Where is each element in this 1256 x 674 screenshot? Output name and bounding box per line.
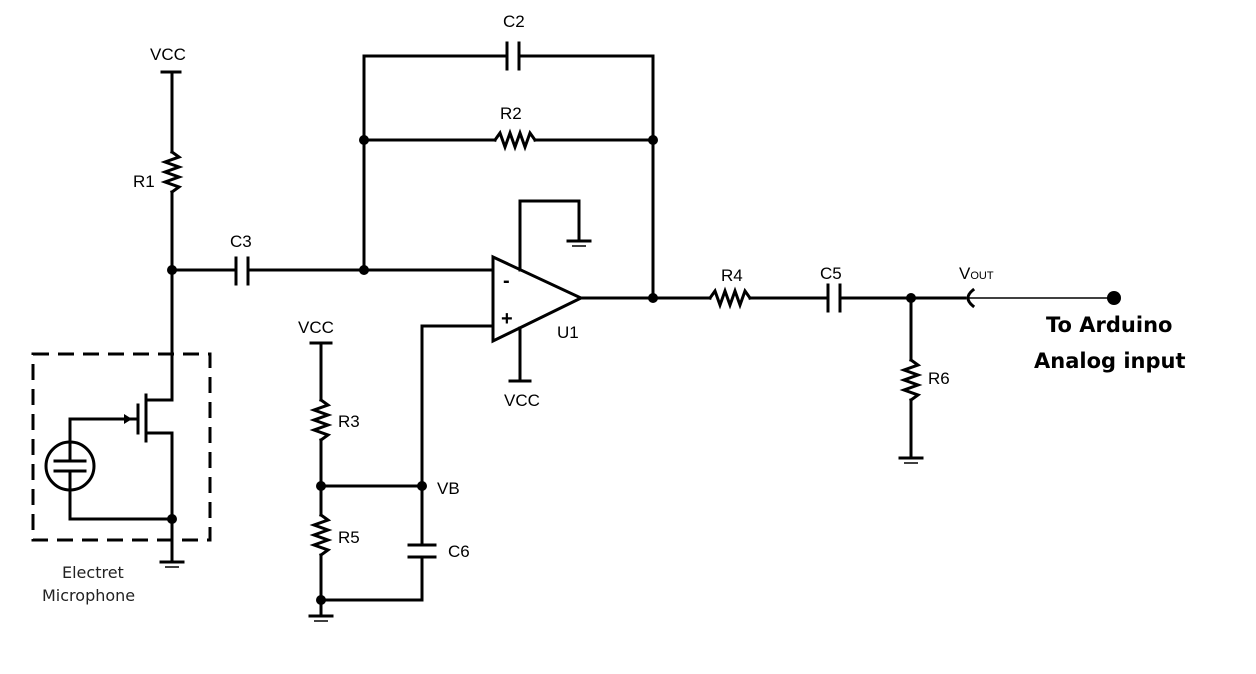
junction-divider-ground [316,595,326,605]
r6-label: R6 [928,369,950,388]
r1-label: R1 [133,172,155,191]
c6-capacitor [407,543,437,559]
c3-capacitor [234,256,250,286]
opamp-noninverting-sign: + [501,308,513,330]
r2-resistor [492,128,538,152]
arduino-label-line2: Analog input [1034,349,1186,373]
c6-label: C6 [448,542,470,561]
opamp-inverting-sign: - [503,270,510,292]
vcc-divider-label: VCC [298,318,334,337]
r3-resistor [309,397,333,443]
ground-opamp [566,239,592,247]
vcc-top-label: VCC [150,45,186,64]
c2-label: C2 [503,12,525,31]
ground-mic [159,560,185,568]
electret-microphone [31,352,212,564]
ground-output [898,456,924,464]
c3-label: C3 [230,232,252,251]
jfet-gate-wire [68,417,140,442]
jfet-gate-arrow [124,414,132,424]
microphone-label-line2: Microphone [42,586,135,605]
vb-node-label: VB [437,479,460,498]
opamp-u1: - + [491,254,585,344]
vcc-top-terminal: VCC [150,45,186,74]
r5-label: R5 [338,528,360,547]
r6-resistor [899,357,923,403]
feedback-left-wire [362,54,507,272]
vcc-opamp-terminal: VCC [504,379,540,410]
arduino-terminal [1107,291,1121,305]
microphone-label-line1: Electret [62,563,124,582]
c5-capacitor [826,283,842,313]
vcc-opamp-label: VCC [504,391,540,410]
vout-label: VOUT [959,264,994,283]
jfet-source-wire [144,431,174,521]
arduino-label-line1: To Arduino [1046,313,1172,337]
c2-capacitor [505,41,521,71]
r2-label: R2 [500,104,522,123]
r4-resistor [707,286,753,310]
u1-label: U1 [557,323,579,342]
c5-label: C5 [820,264,842,283]
vb-to-noninverting-wire [420,324,495,545]
r3-label: R3 [338,412,360,431]
r4-label: R4 [721,266,743,285]
opamp-ground-wire [518,199,581,272]
vcc-divider-terminal: VCC [298,318,334,345]
r1-resistor [160,149,184,195]
r5-resistor [309,512,333,558]
feedback-right-wire [519,54,655,300]
ground-divider [308,614,334,622]
